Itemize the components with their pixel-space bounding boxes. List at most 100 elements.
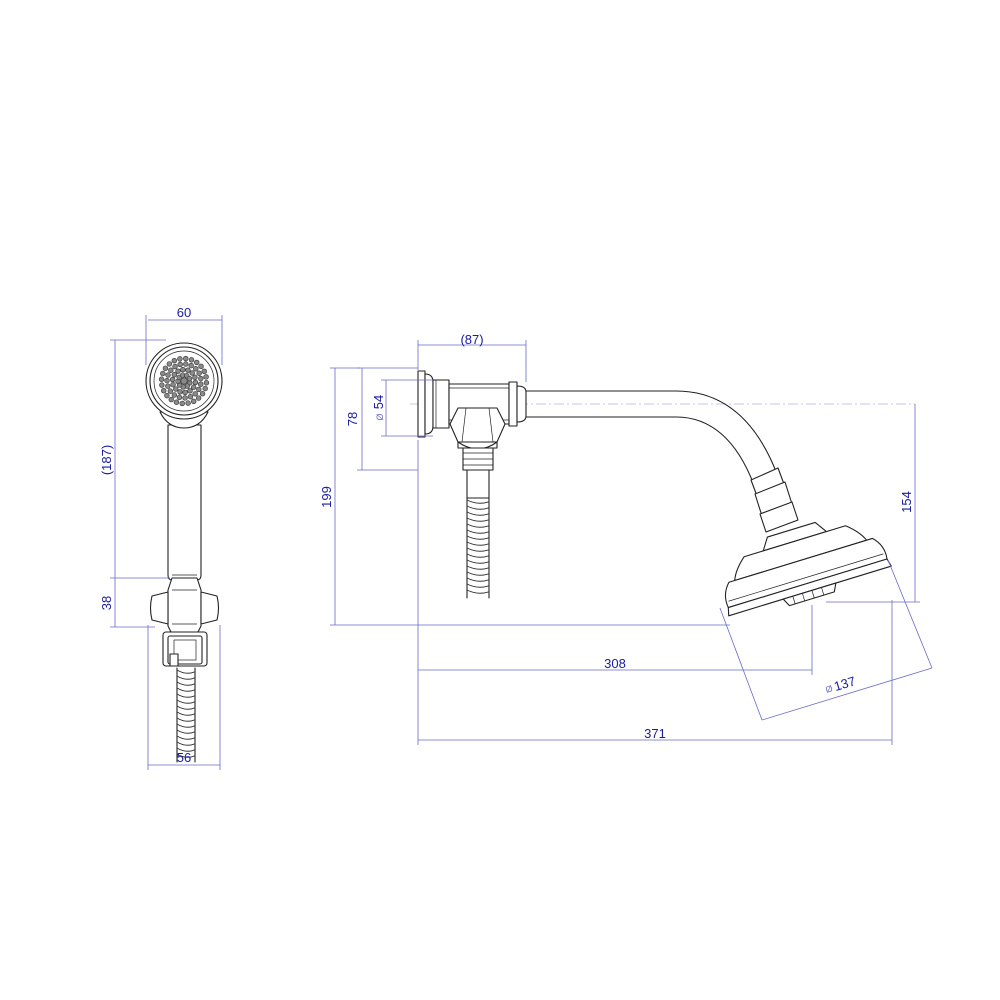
nozzle xyxy=(182,395,188,401)
arm-dimensions xyxy=(330,340,933,745)
hose-coil xyxy=(466,583,490,588)
nozzle xyxy=(203,374,209,380)
hose-coil xyxy=(466,499,490,504)
nozzle xyxy=(176,394,183,401)
nozzle xyxy=(194,359,200,366)
hose-coil xyxy=(466,511,490,516)
nozzle xyxy=(191,398,197,404)
nozzle xyxy=(161,388,167,394)
shower-head xyxy=(724,521,892,617)
hose-coil xyxy=(176,705,196,710)
nozzle xyxy=(180,366,186,373)
handset-hose xyxy=(176,667,196,763)
nozzle xyxy=(186,375,193,382)
nozzle xyxy=(198,363,204,370)
hose-coil xyxy=(176,717,196,722)
nozzle xyxy=(188,362,194,369)
nozzle xyxy=(162,365,169,371)
nozzle xyxy=(187,388,193,394)
nozzle xyxy=(188,357,195,363)
nozzle xyxy=(164,392,170,399)
nozzle xyxy=(177,389,183,395)
nozzle xyxy=(173,386,179,392)
hose-coil xyxy=(466,577,490,582)
nozzle xyxy=(172,363,178,370)
hose-coil xyxy=(176,669,196,674)
nozzle xyxy=(192,374,198,381)
nozzle xyxy=(166,361,173,367)
hose-coil xyxy=(466,541,490,546)
nozzle xyxy=(183,361,189,367)
nozzle xyxy=(169,376,176,383)
nozzle xyxy=(168,396,174,403)
dim-holder-width: 56 xyxy=(177,750,191,765)
nozzle xyxy=(201,368,208,374)
nozzle xyxy=(175,368,181,374)
dim-head-diameter-symbol: Ø xyxy=(824,683,834,695)
nozzle xyxy=(159,382,165,388)
nozzle xyxy=(189,370,195,376)
hose-coil xyxy=(176,699,196,704)
nozzle xyxy=(203,380,210,386)
hose-coil xyxy=(466,505,490,510)
dim-arm-reach: 308 xyxy=(604,656,626,671)
hose-coil xyxy=(466,553,490,558)
handset-holder xyxy=(149,577,220,667)
hose-coil xyxy=(176,681,196,686)
nozzle xyxy=(160,370,166,377)
nozzle xyxy=(193,366,199,372)
nozzle xyxy=(192,391,198,397)
nozzle xyxy=(198,375,204,382)
dim-overall-height: 199 xyxy=(319,486,334,508)
hose-coil xyxy=(466,517,490,522)
dim-flange-diameter: 54 xyxy=(371,395,386,409)
hose-coil xyxy=(176,729,196,734)
hose-coil xyxy=(466,547,490,552)
handset-head xyxy=(145,342,223,429)
hose-coil xyxy=(176,741,196,746)
nozzle xyxy=(199,391,206,397)
hose-outlet xyxy=(449,407,506,599)
dim-holder-height: 38 xyxy=(99,596,114,610)
hose-coil xyxy=(466,589,490,594)
hose-coil xyxy=(466,529,490,534)
dim-flange-diameter-symbol: Ø xyxy=(375,413,385,420)
nozzle xyxy=(164,377,170,384)
nozzle xyxy=(195,395,202,401)
nozzle xyxy=(165,383,171,389)
nozzle xyxy=(185,367,191,373)
nozzle xyxy=(198,381,204,387)
nozzle xyxy=(179,400,185,407)
dim-head-diameter: 137 xyxy=(832,673,857,694)
handset-handle xyxy=(167,424,202,581)
shower-arm xyxy=(525,390,799,533)
dim-arm-drop: 154 xyxy=(899,491,914,513)
hose-coil xyxy=(176,711,196,716)
nozzle xyxy=(173,399,180,405)
hose-coil xyxy=(466,559,490,564)
hand-shower-view: 60 (187) 38 56 xyxy=(99,305,223,770)
nozzle xyxy=(185,400,191,406)
nozzle xyxy=(182,389,188,396)
hose-coil xyxy=(466,535,490,540)
hose-coil xyxy=(176,747,196,752)
nozzle xyxy=(177,356,183,362)
nozzle xyxy=(171,392,178,398)
hose-coil xyxy=(176,735,196,740)
nozzle xyxy=(170,381,176,388)
nozzle xyxy=(183,355,189,362)
nozzle xyxy=(196,386,202,393)
dim-flange-depth: (87) xyxy=(460,332,483,347)
dim-overall-reach: 371 xyxy=(644,726,666,741)
dim-handset-length: (187) xyxy=(99,445,114,475)
hose-coil xyxy=(176,693,196,698)
nozzle xyxy=(171,372,178,378)
nozzle xyxy=(171,358,178,364)
dim-handset-head-width: 60 xyxy=(177,305,191,320)
hose-coil xyxy=(466,571,490,576)
shower-arm-view: (87) 78 Ø 54 199 154 308 371 Ø 137 xyxy=(319,332,933,745)
nozzle xyxy=(196,370,202,376)
nozzle xyxy=(202,385,208,392)
